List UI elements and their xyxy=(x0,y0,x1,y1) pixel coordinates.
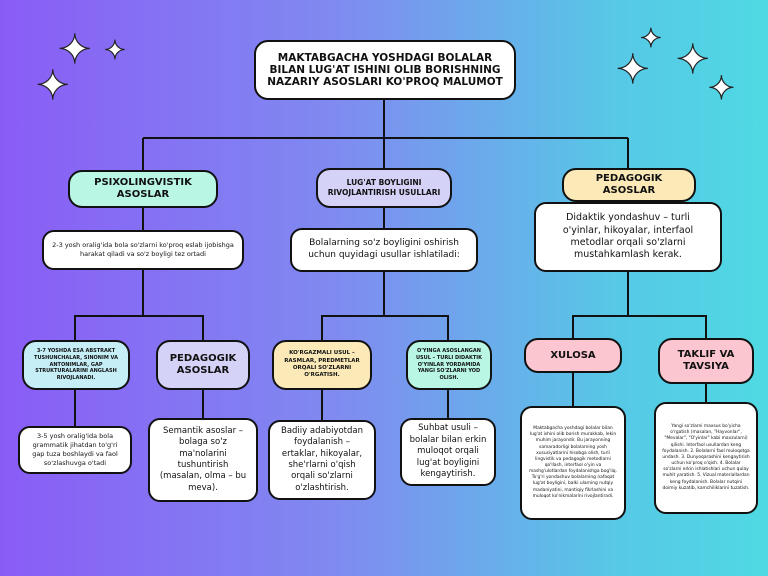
pedagogik-asoslar-title: PEDAGOGIK ASOSLAR xyxy=(562,168,696,202)
korgazmali-usul-text: Badiiy adabiyotdan foydalanish – ertakla… xyxy=(268,420,376,500)
main-title: MAKTABGACHA YOSHDAGI BOLALAR BILAN LUG'A… xyxy=(254,40,516,100)
star-icon: ✦ xyxy=(707,69,735,107)
psixolingvistik-title: PSIXOLINGVISTIK ASOSLAR xyxy=(68,170,218,208)
korgazmali-usul-title: KO'RGAZMALI USUL – RASMLAR, PREDMETLAR O… xyxy=(272,340,372,390)
abstrakt-tushunchalar-title: 3-7 YOSHDA ESA ABSTRAKT TUSHUNCHALAR, SI… xyxy=(22,340,130,390)
oyinga-asoslangan-text: Suhbat usuli – bolalar bilan erkin muloq… xyxy=(400,418,496,486)
star-icon: ✦ xyxy=(103,36,126,66)
pedagogik-asoslar-2-text: Semantik asoslar – bolaga so'z ma'nolari… xyxy=(148,418,258,502)
pedagogik-asoslar-text: Didaktik yondashuv – turli o'yinlar, hik… xyxy=(534,202,722,272)
taklif-tavsiya-text: Yangi so'zlarni maxsus bo'yicha o'rgatis… xyxy=(654,402,758,514)
xulosa-text: Maktabgacha yoshdagi bolalar bilan lug'a… xyxy=(520,406,626,520)
lugat-usullari-title: LUG'AT BOYLIGINI RIVOJLANTIRISH USULLARI xyxy=(316,168,452,208)
oyinga-asoslangan-title: O'YINGA ASOSLANGAN USUL – TURLI DIDAKTIK… xyxy=(406,340,492,390)
lugat-usullari-text: Bolalarning so'z boyligini oshirish uchu… xyxy=(290,228,478,272)
star-icon: ✦ xyxy=(35,63,70,109)
star-icon: ✦ xyxy=(639,24,662,54)
star-icon: ✦ xyxy=(57,27,92,73)
psixolingvistik-text: 2-3 yosh oralig'ida bola so'zlarni ko'pr… xyxy=(42,230,244,270)
star-icon: ✦ xyxy=(615,47,650,93)
abstrakt-tushunchalar-text: 3-5 yosh oralig'ida bola grammatik jihat… xyxy=(18,426,132,474)
xulosa-title: XULOSA xyxy=(524,338,622,373)
star-icon: ✦ xyxy=(675,37,710,83)
taklif-tavsiya-title: TAKLIF VA TAVSIYA xyxy=(658,338,754,384)
pedagogik-asoslar-2-title: PEDAGOGIK ASOSLAR xyxy=(156,340,250,390)
